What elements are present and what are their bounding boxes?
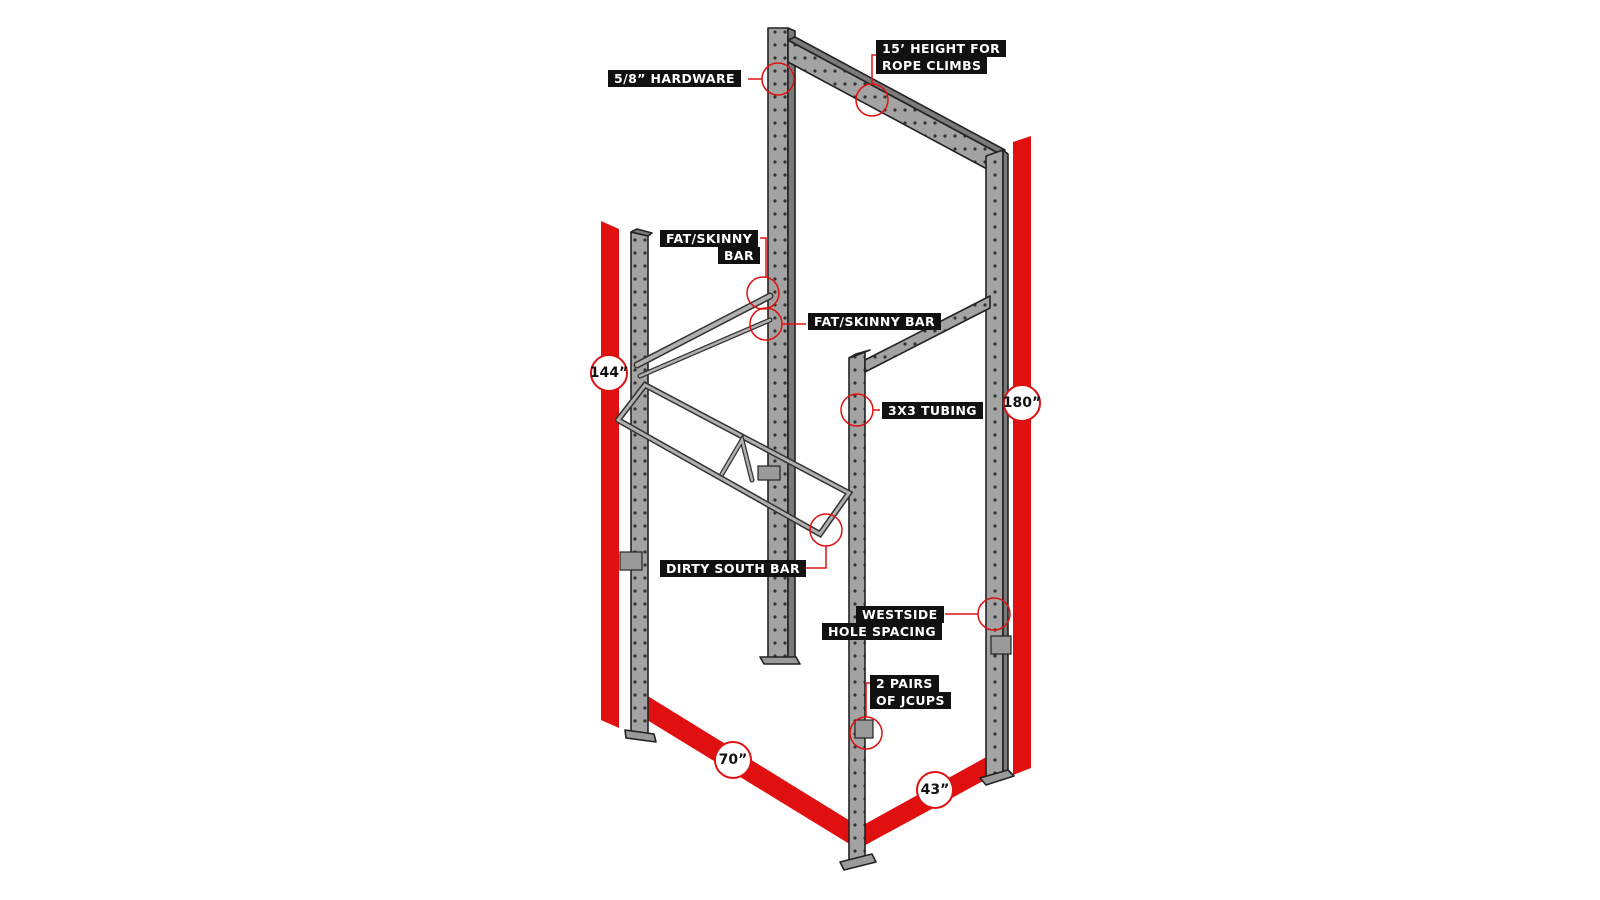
callout-hardware: 5/8” HARDWARE: [608, 70, 741, 87]
callout-fat-skinny-right: FAT/SKINNY BAR: [808, 313, 941, 330]
upright-back-right: [985, 149, 1004, 783]
jcups: [619, 465, 1012, 739]
pullup-bars: [615, 292, 854, 538]
callout-fat-skinny-left-line1: FAT/SKINNY: [660, 230, 759, 247]
dim-bar-180: [1013, 136, 1031, 775]
callout-markers: [746, 54, 1011, 750]
callout-rope-line2: ROPE CLIMBS: [876, 57, 988, 74]
side-connector: [864, 295, 991, 373]
rack-frame: [624, 27, 1015, 871]
callout-jcups-line2: OF JCUPS: [870, 692, 951, 709]
dirty-south-bar: [615, 381, 854, 538]
dimension-70: 70”: [714, 741, 752, 779]
dimension-43: 43”: [916, 771, 954, 809]
callout-rope-line1: 15’ HEIGHT FOR: [876, 40, 1007, 57]
callout-westside-line1: WESTSIDE: [856, 606, 944, 623]
dim-bar-144: [601, 221, 619, 728]
jcup-front: [854, 719, 874, 739]
callout-fat-skinny-left-line2: BAR: [718, 247, 761, 264]
callout-westside-line2: HOLE SPACING: [822, 623, 942, 640]
upright-front-left: [630, 231, 649, 737]
callout-dirty-south: DIRTY SOUTH BAR: [660, 560, 806, 577]
dimension-180: 180”: [1003, 384, 1041, 422]
callout-jcups-line1: 2 PAIRS: [870, 675, 939, 692]
callout-tubing: 3X3 TUBING: [882, 402, 983, 419]
jcup-right-back: [990, 635, 1012, 655]
jcup-mid: [757, 465, 781, 481]
jcup-left: [619, 551, 643, 571]
dimension-144: 144”: [590, 354, 628, 392]
